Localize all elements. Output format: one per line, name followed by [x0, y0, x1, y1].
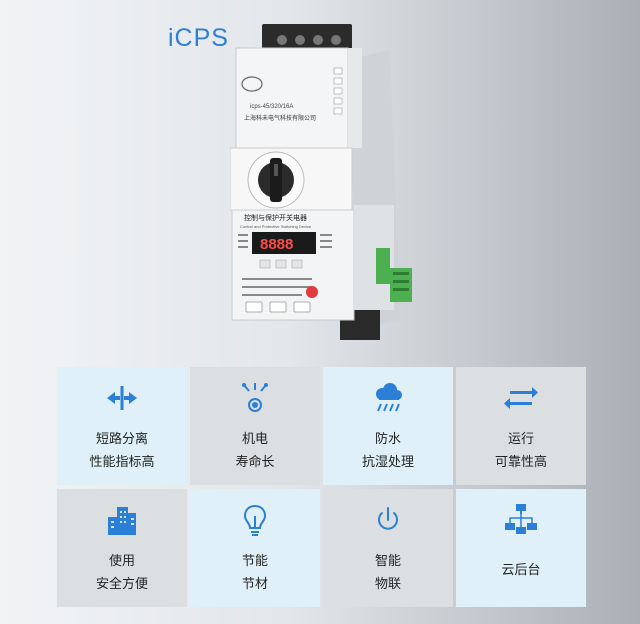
maker-label: 上海科未电气科技有限公司: [244, 114, 316, 122]
feature-line2: 性能指标高: [89, 455, 155, 470]
green-terminal-block: [376, 248, 412, 302]
feature-line1: 节能: [241, 554, 268, 569]
cps-device-illustration: icps-45/320/16A 上海科未电气科技有限公司 控制与保护开关电器 C…: [230, 24, 412, 340]
bottom-button-1: [245, 301, 263, 313]
feature-tile-cloud: 云后台: [456, 489, 586, 607]
panel-button-3: [291, 259, 303, 269]
feature-line2: 节材: [241, 577, 268, 592]
bottom-button-2: [269, 301, 287, 313]
feature-line2: 寿命长: [235, 455, 275, 470]
reset-button: [306, 286, 318, 298]
feature-line1: 云后台: [501, 563, 541, 578]
panel-title: 控制与保护开关电器: [244, 213, 307, 222]
display-value: 8888: [260, 236, 293, 253]
panel-button-2: [275, 259, 287, 269]
rain-cloud-icon: [371, 381, 405, 415]
feature-tile-iot: 智能物联: [323, 489, 453, 607]
feature-line1: 使用: [108, 554, 135, 569]
feature-line2: 抗湿处理: [361, 455, 414, 470]
feature-line1: 智能: [374, 554, 401, 569]
feature-tile-energy-saving: 节能节材: [190, 489, 320, 607]
network-computers-icon: [504, 503, 538, 537]
swap-arrows-icon: [504, 381, 538, 415]
bottom-button-3: [293, 301, 311, 313]
feature-tile-safety: 使用安全方便: [57, 489, 187, 607]
lightbulb-icon: [238, 503, 272, 537]
model-label: icps-45/320/16A: [250, 104, 293, 110]
brand-title: iCPS: [168, 24, 229, 52]
feature-tile-short-circuit: 短路分离性能指标高: [57, 367, 187, 485]
feature-tile-waterproof: 防水抗湿处理: [323, 367, 453, 485]
feature-line2: 安全方便: [95, 577, 148, 592]
feature-line1: 短路分离: [95, 432, 148, 447]
electric-motor-icon: [238, 381, 272, 415]
feature-line2: 物联: [374, 577, 401, 592]
feature-tile-reliability: 运行可靠性高: [456, 367, 586, 485]
panel-button-1: [259, 259, 271, 269]
buildings-icon: [105, 503, 139, 537]
feature-line1: 机电: [241, 432, 268, 447]
power-icon: [371, 503, 405, 537]
panel-subtitle: Control and Protective Switching Device: [240, 224, 312, 229]
feature-tile-mechanical-life: 机电寿命长: [190, 367, 320, 485]
digital-display: [252, 232, 316, 254]
feature-line1: 运行: [507, 432, 534, 447]
feature-grid: 短路分离性能指标高 机电寿命长 防水抗湿处理 运行可靠性高: [57, 367, 586, 607]
feature-line2: 可靠性高: [494, 455, 547, 470]
split-arrows-icon: [105, 381, 139, 415]
product-image: icps-45/320/16A 上海科未电气科技有限公司 控制与保护开关电器 C…: [230, 20, 435, 350]
maker-logo-icon: [241, 76, 263, 92]
feature-line1: 防水: [374, 432, 401, 447]
